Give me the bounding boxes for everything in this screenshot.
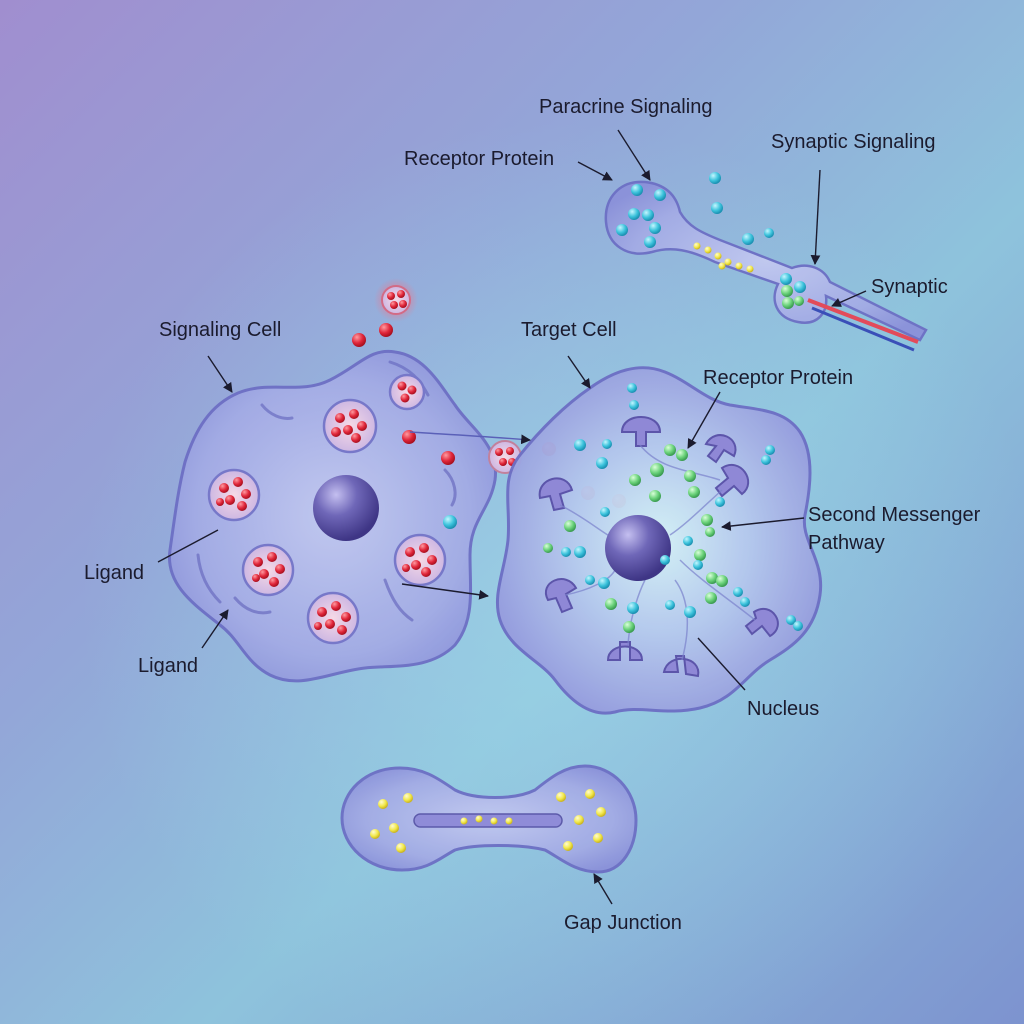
- vesicle-exocytosis: [388, 373, 426, 411]
- label-target-cell: Target Cell: [521, 319, 617, 341]
- arrow-ligand-lower: [201, 609, 229, 649]
- molecule: [628, 208, 640, 220]
- axon-signal-line: [807, 298, 919, 344]
- signaling-cell-nucleus: [313, 475, 379, 541]
- arrow-paracrine: [617, 129, 651, 181]
- neuron-body: [604, 180, 928, 342]
- molecule: [631, 184, 643, 196]
- molecule: [709, 172, 721, 184]
- arrow-cell-to-cell: [401, 583, 489, 600]
- label-receptor-protein-top: Receptor Protein: [404, 148, 555, 170]
- vesicle: [207, 468, 261, 522]
- arrow-target-cell: [567, 355, 591, 389]
- molecule: [764, 228, 774, 238]
- label-synaptic: Synaptic: [871, 276, 948, 298]
- annotation-arrows: [157, 129, 867, 905]
- receptor: [606, 641, 644, 661]
- molecule: [654, 189, 666, 201]
- molecule: [781, 285, 793, 297]
- ion: [746, 265, 754, 273]
- label-nucleus: Nucleus: [747, 698, 820, 720]
- label-ligand-upper: Ligand: [84, 562, 145, 584]
- arrow-receptor-top: [577, 161, 613, 181]
- arrow-gap-junction: [593, 873, 613, 905]
- receptor: [538, 477, 574, 512]
- molecule: [616, 224, 628, 236]
- label-ligand-lower: Ligand: [138, 655, 199, 677]
- label-synaptic-signaling: Synaptic Signaling: [771, 131, 936, 153]
- molecule: [794, 281, 806, 293]
- receptor: [544, 578, 578, 614]
- gap-junction-channel: [413, 813, 563, 828]
- ion: [718, 262, 726, 270]
- label-gap-junction: Gap Junction: [564, 912, 682, 934]
- arrow-ligand-upper: [157, 529, 219, 563]
- ligand-vesicles: [207, 373, 447, 645]
- label-second-messenger-line2: Pathway: [808, 532, 885, 554]
- vesicle: [393, 533, 447, 587]
- molecule: [780, 273, 792, 285]
- ion: [735, 262, 743, 270]
- molecule: [649, 222, 661, 234]
- target-cell: [495, 366, 823, 715]
- molecule: [644, 236, 656, 248]
- ion: [693, 242, 701, 250]
- receptor: [714, 464, 750, 498]
- ion: [704, 246, 712, 254]
- label-paracrine-signaling: Paracrine Signaling: [539, 96, 713, 118]
- arrow-receptor-protein: [687, 391, 721, 449]
- receptor: [662, 655, 700, 678]
- molecule: [711, 202, 723, 214]
- arrow-signaling-cell: [207, 355, 233, 393]
- paracrine-synaptic-structure: [604, 172, 928, 352]
- molecule: [794, 296, 804, 306]
- ion: [724, 258, 732, 266]
- receptor: [744, 608, 779, 638]
- target-cell-nucleus: [605, 515, 671, 581]
- gap-junction-structure: [340, 764, 638, 874]
- receptor: [620, 416, 662, 447]
- gap-junction-ions: [370, 789, 606, 853]
- vesicle: [306, 591, 360, 645]
- arrow-second-messenger: [721, 517, 805, 531]
- second-messengers: [543, 383, 803, 633]
- arrow-nucleus: [697, 637, 746, 691]
- molecule: [782, 297, 794, 309]
- axon-signal-line-blue: [811, 306, 915, 352]
- arrow-synaptic-signaling: [810, 169, 821, 265]
- label-receptor-protein: Receptor Protein: [703, 367, 854, 389]
- vesicle: [322, 398, 378, 454]
- molecule: [642, 209, 654, 221]
- vesicle: [241, 543, 295, 597]
- paracrine-molecules: [616, 172, 806, 309]
- receptor-proteins: [538, 416, 779, 678]
- molecule: [742, 233, 754, 245]
- label-second-messenger-line1: Second Messenger: [808, 504, 981, 526]
- arrow-ligand-transfer: [409, 431, 531, 445]
- ion: [714, 252, 722, 260]
- arrow-synaptic: [831, 290, 867, 307]
- receptor: [704, 434, 737, 464]
- label-signaling-cell: Signaling Cell: [159, 319, 282, 341]
- synaptic-vesicle-ions: [693, 242, 754, 273]
